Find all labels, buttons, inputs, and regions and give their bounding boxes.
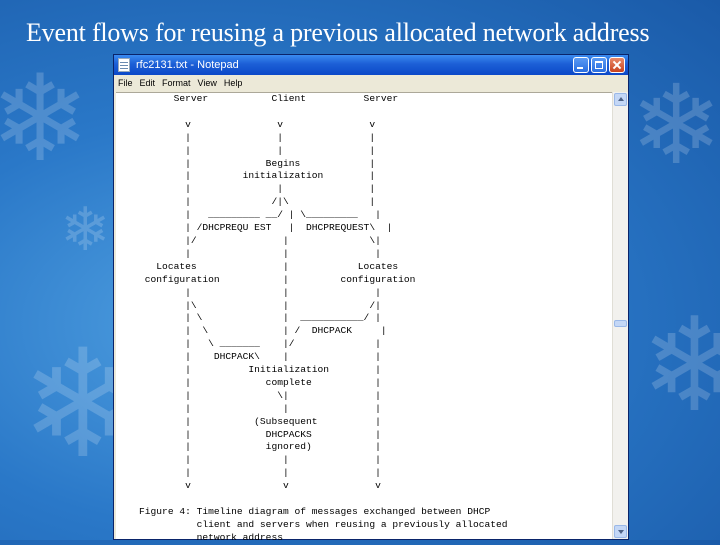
document-line: | _________ __/ | \_________ | [116, 209, 381, 221]
document-line: Locates | Locates [116, 260, 399, 272]
document-line: | ignored) | [116, 441, 381, 453]
document-line: | \ | / DHCPACK | [116, 325, 387, 337]
document-line: | complete | [116, 376, 381, 388]
snowflake-decoration-icon: ❄ [640, 289, 720, 441]
menu-view[interactable]: View [197, 78, 217, 88]
document-line: | (Subsequent | [116, 415, 381, 427]
snowflake-decoration-icon: ❄ [60, 195, 111, 265]
menu-format[interactable]: Format [162, 78, 191, 88]
document-line: | Begins | [116, 157, 376, 169]
document-line: |/ | \| [116, 234, 381, 246]
document-line: |\ | /| [116, 299, 381, 311]
slide-title: Event flows for reusing a previous alloc… [26, 18, 650, 47]
menu-bar: File Edit Format View Help [114, 75, 628, 92]
document-text-area[interactable]: Server Client Server v v v | | | | | | | [116, 92, 613, 543]
menu-edit[interactable]: Edit [139, 78, 156, 88]
window-title: rfc2131.txt - Notepad [136, 59, 239, 71]
notepad-icon[interactable] [118, 58, 130, 72]
document-line: | initialization | [116, 170, 376, 182]
document-line: | | | [116, 467, 381, 479]
document-line: | | | [116, 454, 381, 466]
document-line: | \| | [116, 389, 381, 401]
window-titlebar[interactable]: rfc2131.txt - Notepad [114, 55, 628, 75]
document-line: Figure 4: Timeline diagram of messages e… [116, 506, 491, 517]
vertical-scrollbar[interactable] [612, 92, 628, 539]
document-line: v v v [116, 118, 376, 130]
minimize-icon[interactable] [573, 57, 589, 73]
document-line: | DHCPACK\ | | [116, 351, 381, 363]
document-line: configuration | configuration [116, 273, 416, 285]
document-line: network address [116, 531, 283, 543]
scroll-up-icon[interactable] [614, 93, 627, 106]
document-text[interactable]: Server Client Server v v v | | | | | | | [116, 93, 508, 545]
scroll-down-icon[interactable] [614, 525, 627, 538]
snowflake-decoration-icon: ❄ [0, 50, 91, 189]
document-line: | /DHCPREQU EST | DHCPREQUEST\ | [116, 222, 393, 234]
document-line: | \ _______ |/ | [116, 338, 381, 350]
document-line: | \ | ___________/ | [116, 312, 381, 324]
snowflake-decoration-icon: ❄ [630, 61, 720, 189]
scroll-thumb[interactable] [614, 320, 627, 327]
document-line: | | | [116, 144, 376, 156]
document-line [116, 106, 508, 119]
document-line [116, 493, 508, 506]
menu-help[interactable]: Help [223, 78, 243, 88]
document-line: Server Client Server [116, 93, 399, 104]
document-line: v v v [116, 480, 381, 492]
document-line: | | | [116, 402, 381, 414]
document-line: | | | [116, 131, 376, 143]
document-line: | | | [116, 247, 381, 259]
maximize-icon[interactable] [591, 57, 607, 73]
document-line: | | | [116, 286, 381, 298]
document-line: | DHCPACKS | [116, 428, 381, 440]
document-line: client and servers when reusing a previo… [116, 518, 508, 530]
document-line: | Initialization | [116, 364, 381, 376]
document-line: | /|\ | [116, 196, 376, 208]
notepad-window[interactable]: rfc2131.txt - Notepad File Edit Format View… [113, 54, 629, 543]
close-icon[interactable] [609, 57, 625, 73]
menu-file[interactable]: File [118, 78, 133, 88]
document-line: | | | [116, 183, 376, 195]
